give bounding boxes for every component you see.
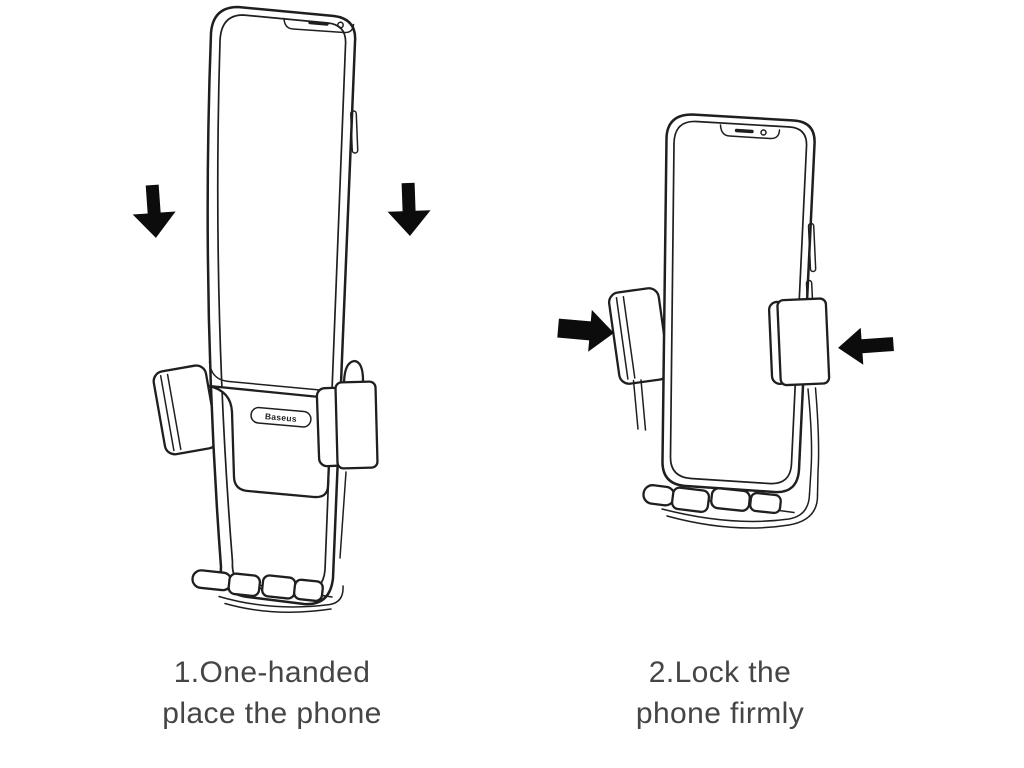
- step2-phone: [661, 113, 817, 494]
- step1-mount-feet: [191, 569, 344, 613]
- right-clamp-rail: [814, 387, 820, 496]
- foot: [710, 487, 751, 512]
- right-arm-hook: [342, 359, 365, 385]
- right-clamp-rail: [807, 388, 813, 495]
- screen-outline: [669, 120, 808, 485]
- step1-mount-left-arm: [152, 364, 219, 456]
- step1-caption-line2: place the phone: [162, 697, 382, 730]
- step1-illustration: Baseus: [132, 5, 431, 613]
- side-button: [807, 222, 817, 273]
- cradle-bottom-lip: [661, 493, 811, 523]
- push-arrow-right: [838, 327, 894, 365]
- step2-caption-line2: phone firmly: [635, 697, 805, 730]
- speaker-slit: [308, 20, 329, 26]
- left-clamp-layer-line: [622, 296, 636, 379]
- step2-mount-feet: [642, 484, 819, 529]
- brand-pill: [250, 406, 312, 428]
- cradle-bottom-lip: [224, 602, 332, 613]
- camera-dot: [760, 129, 767, 136]
- left-arm-paddle: [152, 364, 219, 456]
- foot: [749, 491, 782, 515]
- left-clamp-layer-line: [615, 297, 629, 380]
- right-arm-paddle: [334, 380, 379, 470]
- left-clamp-rail: [640, 379, 647, 431]
- right-clamp-paddle: [776, 297, 831, 387]
- step2-caption-line1: 2.Lock the: [648, 656, 792, 689]
- left-clamp-rail: [632, 379, 639, 430]
- step1-mount-body: Baseus: [207, 359, 379, 559]
- cradle-bottom-lip: [218, 585, 344, 608]
- phone-outline: [661, 113, 816, 494]
- brand-badge: Baseus: [250, 406, 312, 428]
- foot: [260, 574, 297, 600]
- step2-clamp-right: [767, 297, 831, 496]
- step2-clamp-left: [607, 287, 671, 431]
- left-arm-layer-line: [166, 373, 182, 451]
- down-arrow-left: [132, 184, 176, 238]
- notch: [283, 17, 355, 34]
- speaker-slit: [734, 128, 754, 134]
- camera-dot: [337, 21, 344, 29]
- side-button: [350, 110, 359, 154]
- left-arm-layer-line: [159, 374, 175, 452]
- step2-caption: 2.Lock the phone firmly: [560, 652, 880, 734]
- screen-outline: [216, 14, 347, 593]
- foot: [642, 484, 676, 507]
- step1-caption-line1: 1.One-handed: [173, 656, 371, 689]
- step2-illustration: [557, 113, 894, 529]
- brand-label: Baseus: [265, 411, 298, 424]
- foot: [227, 572, 262, 598]
- notch: [719, 124, 781, 140]
- down-arrow-right: [387, 182, 431, 236]
- foot: [191, 569, 233, 592]
- step1-caption: 1.One-handed place the phone: [112, 652, 432, 734]
- push-arrow-left: [557, 309, 614, 352]
- cradle-top-edge: [208, 361, 321, 391]
- cradle-right-rail: [339, 471, 347, 559]
- foot: [293, 578, 324, 602]
- foot: [670, 486, 711, 514]
- step1-phone: [206, 5, 359, 606]
- cradle-bottom-lip: [666, 494, 819, 529]
